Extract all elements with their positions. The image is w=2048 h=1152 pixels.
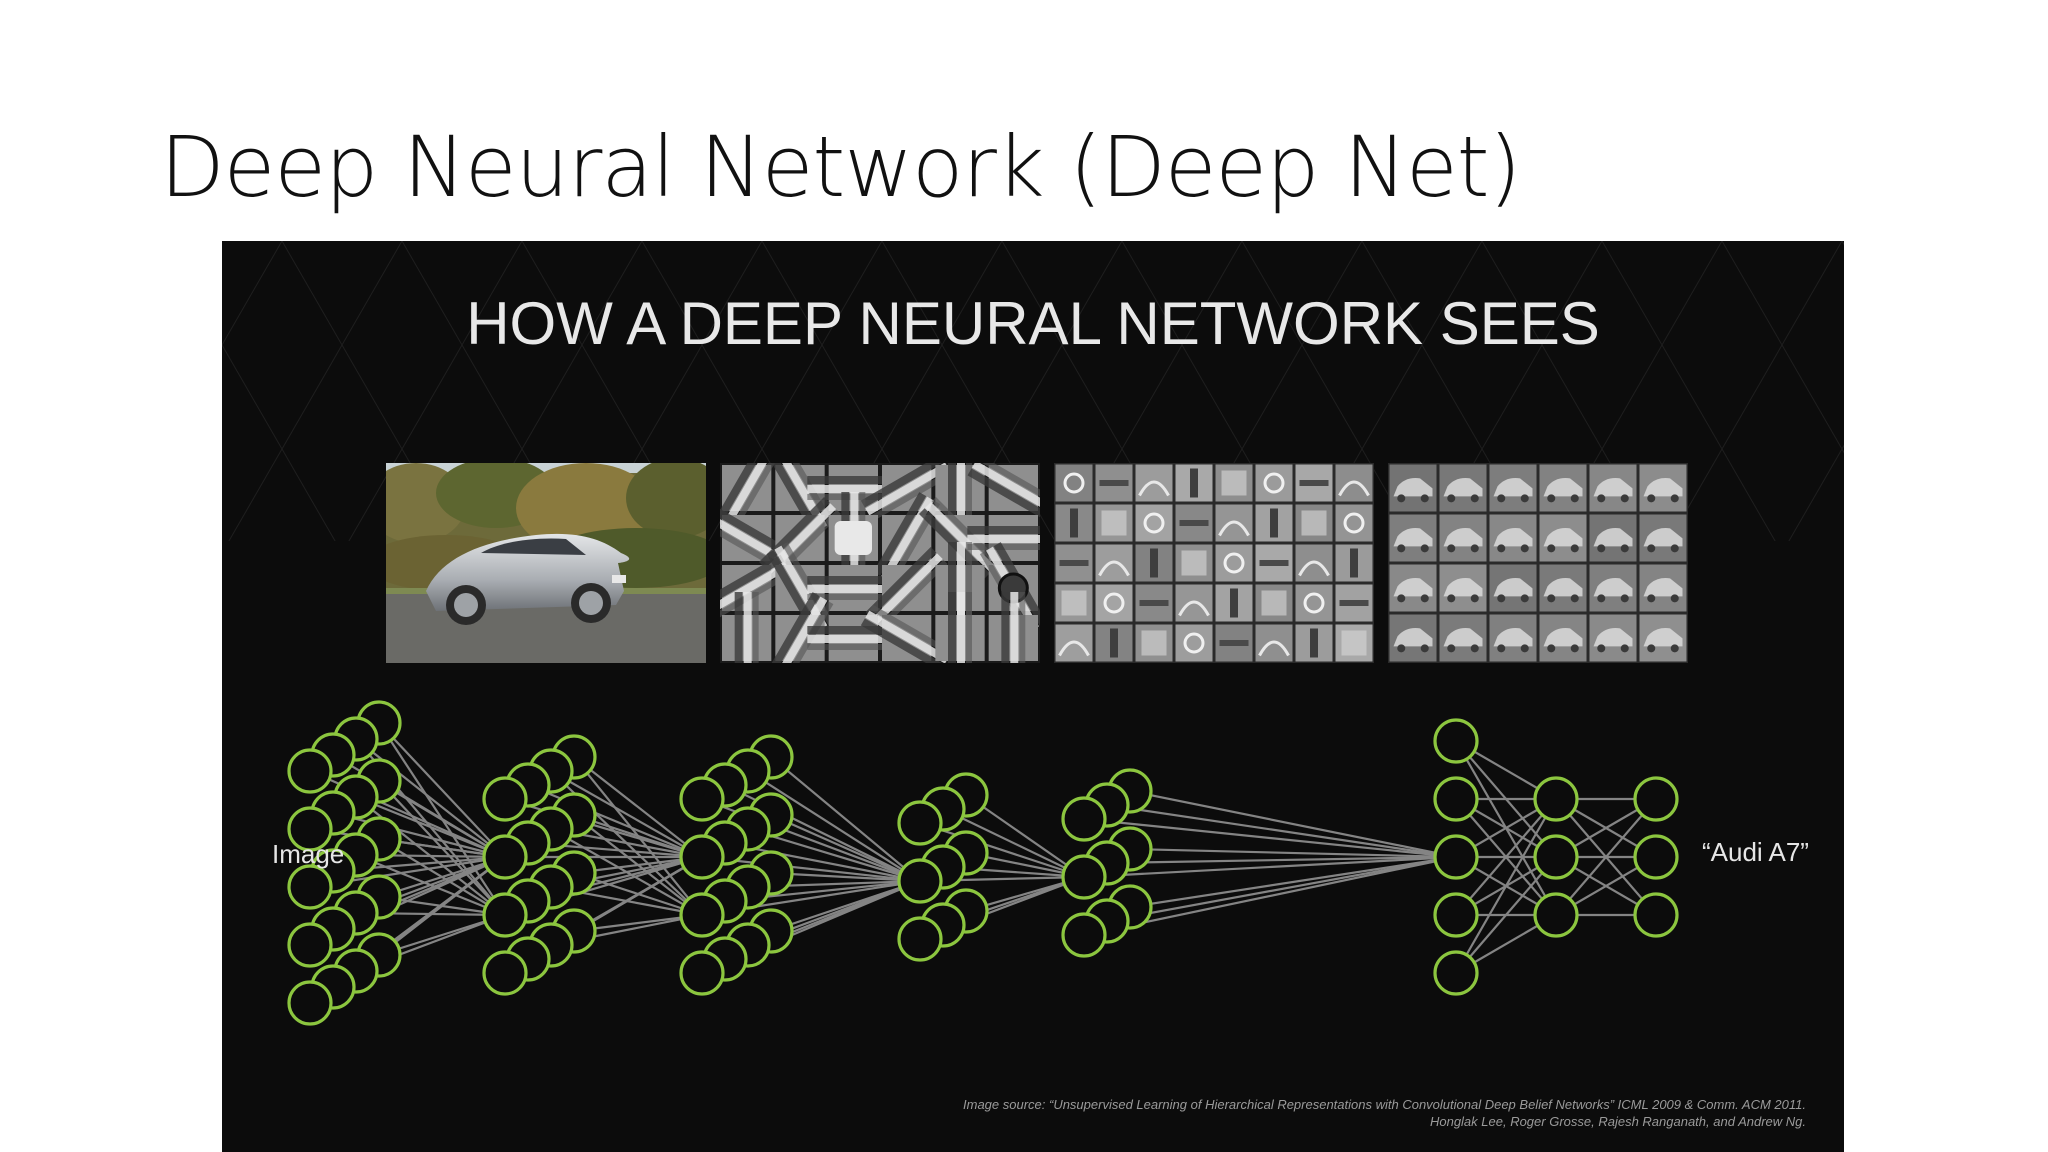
connection-line	[573, 756, 703, 858]
hidden-neuron	[1433, 892, 1479, 938]
edge-filters-icon	[720, 463, 1040, 663]
image-source-credit: Image source: “Unsupervised Learning of …	[963, 1096, 1806, 1130]
connection-line	[550, 828, 703, 916]
connection-line	[770, 756, 921, 882]
connection-line	[527, 783, 703, 859]
connection-line	[573, 756, 703, 916]
connection-line	[1106, 855, 1457, 923]
connection-line	[1129, 847, 1457, 859]
part-features-icon	[1054, 463, 1374, 663]
hidden-neuron	[1533, 776, 1579, 822]
car-photo-thumbnail	[386, 463, 706, 663]
credit-line-1: Image source: “Unsupervised Learning of …	[963, 1097, 1806, 1112]
output-label: “Audi A7”	[1702, 837, 1809, 867]
hidden-neuron	[482, 776, 528, 822]
connection-line	[770, 813, 921, 883]
hidden-neuron	[1533, 834, 1579, 880]
neural-network-diagram	[287, 700, 1679, 1026]
connection-line	[770, 871, 921, 883]
connection-line	[747, 827, 921, 883]
hidden-neuron	[482, 834, 528, 880]
connection-line	[1129, 789, 1457, 859]
diagram-panel: HOW A DEEP NEURAL NETWORK SEES	[222, 241, 1844, 1152]
connection-line	[965, 794, 1085, 878]
hidden-neuron	[679, 892, 725, 938]
connection-line	[1555, 798, 1657, 916]
edge-filters-thumbnail	[720, 463, 1040, 663]
hidden-neuron	[679, 950, 725, 996]
hidden-neuron	[679, 776, 725, 822]
connection-line	[378, 838, 506, 916]
output-neuron	[1633, 834, 1679, 880]
input-neuron	[287, 922, 333, 968]
input-neuron	[287, 748, 333, 794]
hidden-neuron	[897, 916, 943, 962]
neurons	[287, 700, 1679, 1026]
hidden-neuron	[1061, 854, 1107, 900]
hidden-neuron	[1433, 950, 1479, 996]
hidden-neuron	[1061, 912, 1107, 958]
hidden-neuron	[1433, 834, 1479, 880]
hidden-neuron	[482, 892, 528, 938]
slide-title: Deep Neural Network (Deep Net)	[160, 118, 1521, 216]
connection-line	[919, 821, 1085, 879]
connection-line	[1106, 855, 1457, 865]
connection-line	[1129, 855, 1457, 909]
connection-line	[1083, 855, 1457, 879]
hidden-neuron	[897, 800, 943, 846]
connection-line	[747, 770, 921, 882]
connection-line	[378, 780, 506, 916]
connection-line	[332, 811, 506, 859]
panel-heading: HOW A DEEP NEURAL NETWORK SEES	[466, 290, 1600, 357]
hidden-neuron	[482, 950, 528, 996]
hidden-neuron	[1433, 776, 1479, 822]
object-features-icon	[1388, 463, 1688, 663]
hidden-neuron	[1533, 892, 1579, 938]
car-photo-icon	[386, 463, 706, 663]
input-label: Image	[272, 839, 345, 869]
connection-line	[1083, 817, 1457, 859]
input-neuron	[287, 980, 333, 1026]
hidden-neuron	[679, 834, 725, 880]
connection-line	[1455, 856, 1557, 974]
part-features-thumbnail	[1054, 463, 1374, 663]
connection-line	[355, 853, 506, 917]
hidden-neuron	[1061, 796, 1107, 842]
connection-line	[378, 722, 506, 916]
connection-line	[378, 722, 506, 858]
hidden-neuron	[1433, 718, 1479, 764]
connection-line	[942, 808, 1085, 878]
input-neuron	[287, 806, 333, 852]
input-neuron	[287, 864, 333, 910]
connection-line	[770, 879, 921, 933]
connection-line	[1455, 798, 1557, 974]
connection-line	[550, 770, 703, 858]
connection-line	[1106, 803, 1457, 859]
hidden-neuron	[897, 858, 943, 904]
connection-line	[573, 814, 703, 916]
output-neuron	[1633, 776, 1679, 822]
connection-line	[1455, 798, 1557, 916]
credit-line-2: Honglak Lee, Roger Grosse, Rajesh Rangan…	[1429, 1114, 1806, 1129]
object-features-thumbnail	[1388, 463, 1688, 663]
output-neuron	[1633, 892, 1679, 938]
